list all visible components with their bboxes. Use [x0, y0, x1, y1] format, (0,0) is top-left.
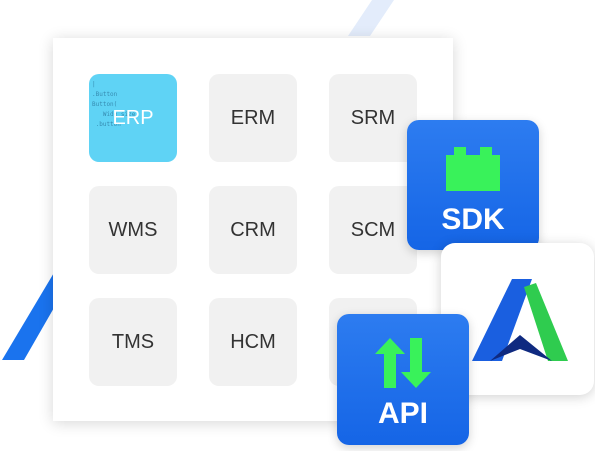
module-tile-erm[interactable]: ERM — [209, 74, 297, 162]
module-tile-crm[interactable]: CRM — [209, 186, 297, 274]
module-tile-erp[interactable]: | .Button Button( Wide size .button ERP — [89, 74, 177, 162]
module-label: TMS — [111, 330, 155, 353]
module-grid-panel: | .Button Button( Wide size .button ERP … — [53, 38, 453, 421]
decorative-stripe-top — [348, 0, 394, 36]
module-tile-hcm[interactable]: HCM — [209, 298, 297, 386]
module-label: HCM — [230, 330, 276, 353]
up-down-arrows-icon — [375, 338, 431, 388]
module-tile-scm[interactable]: SCM — [329, 186, 417, 274]
module-tile-srm[interactable]: SRM — [329, 74, 417, 162]
brand-a-logo-icon — [472, 279, 568, 361]
api-label: API — [377, 397, 428, 430]
lego-block-icon — [446, 147, 500, 191]
module-label: SCM — [350, 218, 396, 241]
module-label: CRM — [230, 218, 276, 241]
api-card[interactable]: API — [337, 314, 469, 445]
module-label: SRM — [350, 106, 396, 129]
sdk-label: SDK — [441, 203, 505, 236]
module-tile-wms[interactable]: WMS — [89, 186, 177, 274]
module-label: ERP — [112, 106, 154, 129]
module-tile-tms[interactable]: TMS — [89, 298, 177, 386]
module-label: WMS — [108, 218, 158, 241]
sdk-card[interactable]: SDK — [407, 120, 539, 250]
module-label: ERM — [230, 106, 276, 129]
code-snippet-decoration: | .Button Button( Wide size .button — [92, 81, 136, 128]
